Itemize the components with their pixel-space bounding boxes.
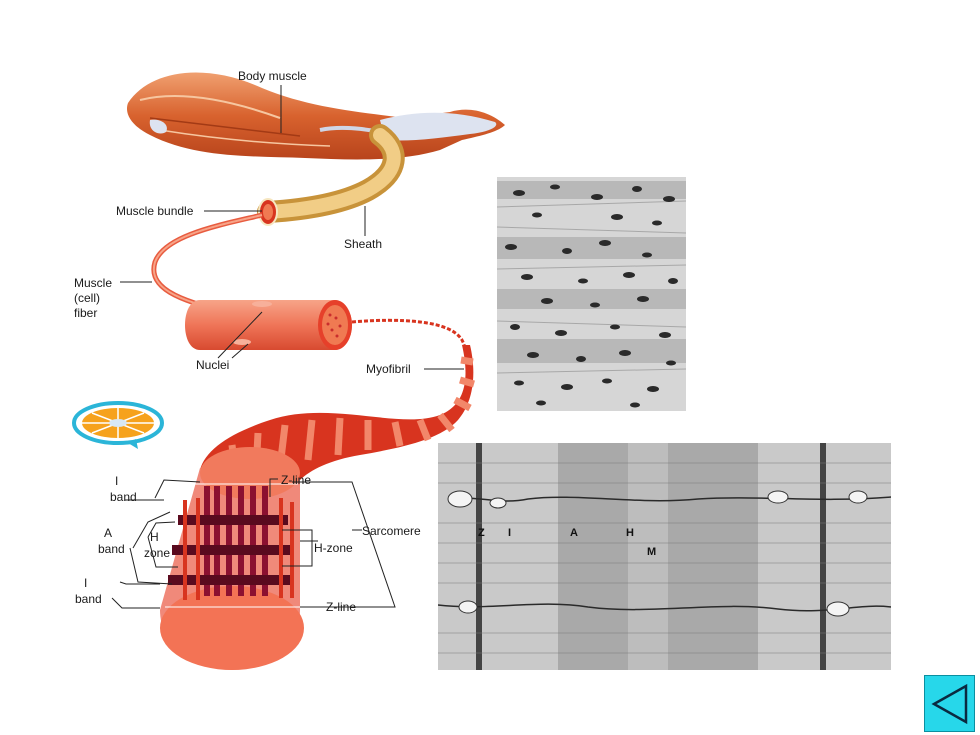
rotate-arrow-icon	[72, 401, 164, 449]
label-nuclei: Nuclei	[196, 358, 230, 372]
label-h-zone-right: H-zone	[314, 541, 353, 555]
light-micrograph	[497, 177, 686, 411]
leader-lines	[111, 85, 464, 609]
label-h-zone-left-line2: zone	[144, 546, 171, 560]
label-muscle-fiber-line3: fiber	[74, 306, 98, 320]
label-sarcomere: Sarcomere	[362, 524, 421, 538]
sheath-tube	[257, 124, 405, 226]
myofibril-strand	[351, 318, 470, 411]
label-muscle-fiber-line2: (cell)	[74, 291, 100, 305]
micrograph-label-i: I	[508, 527, 512, 539]
micrograph-label-a: A	[570, 527, 578, 539]
micrograph-label-z: Z	[478, 527, 485, 539]
electron-micrograph	[438, 443, 891, 670]
label-i-band-top-line1: I	[115, 474, 119, 488]
muscle-fiber-cylinder	[185, 300, 352, 350]
label-i-band-top-line2: band	[110, 490, 137, 504]
label-sheath: Sheath	[344, 237, 383, 251]
arm-muscle-illustration	[126, 72, 505, 160]
sarcomere-cone	[160, 447, 304, 670]
label-i-band-bottom-line1: I	[84, 576, 88, 590]
muscle-structure-diagram	[72, 72, 505, 670]
micrograph-label-m: M	[647, 546, 657, 558]
triangle-left-icon	[931, 683, 968, 725]
micrograph-label-h: H	[626, 527, 634, 539]
back-button[interactable]	[924, 675, 975, 732]
label-z-line-bottom: Z-line	[326, 600, 357, 614]
label-a-band-line2: band	[98, 542, 125, 556]
label-muscle-fiber-line1: Muscle	[74, 276, 113, 290]
label-myofibril: Myofibril	[366, 362, 411, 376]
label-a-band-line1: A	[104, 526, 113, 540]
label-i-band-bottom-line2: band	[75, 592, 102, 606]
label-h-zone-left-line1: H	[150, 530, 159, 544]
label-body-muscle: Body muscle	[238, 69, 307, 83]
label-z-line-top: Z-line	[281, 473, 312, 487]
label-muscle-bundle: Muscle bundle	[116, 204, 194, 218]
